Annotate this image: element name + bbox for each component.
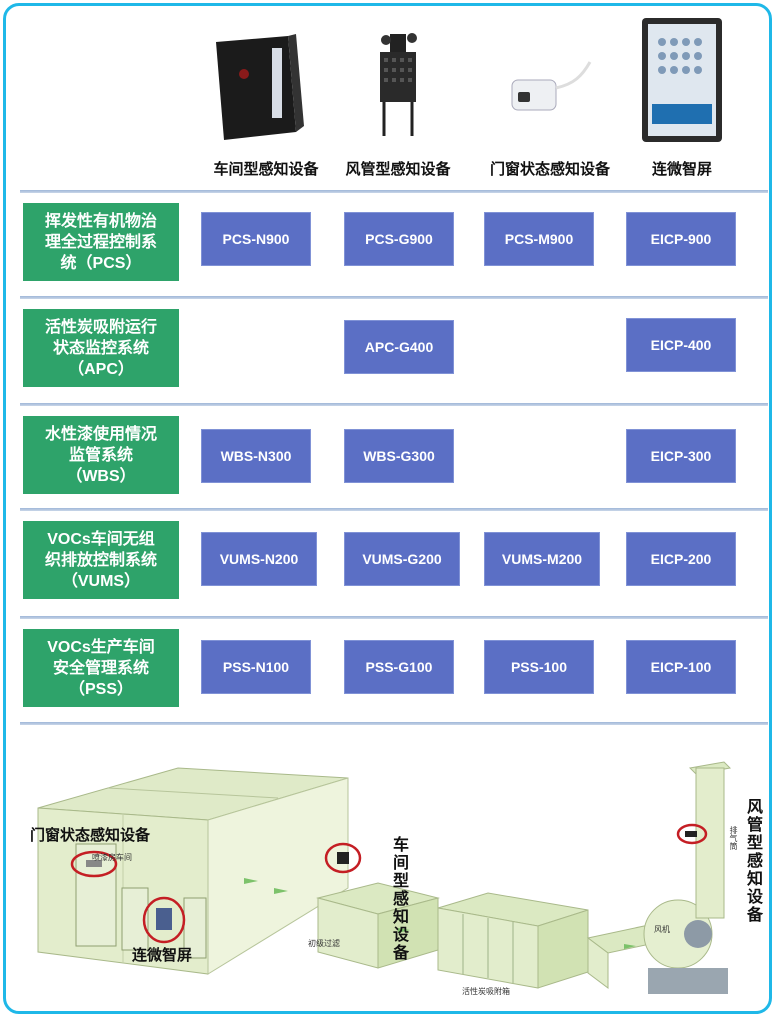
device-label: 连微智屏 [651, 161, 712, 178]
model-pss-100: PSS-100 [484, 640, 594, 694]
model-pcs-n900: PCS-N900 [201, 212, 311, 266]
device-duct: 风管型感知设备 [328, 14, 468, 184]
system-line: 水性漆使用情况 [44, 425, 157, 443]
system-line: （PSS） [68, 680, 134, 698]
device-door: 门窗状态感知设备 [474, 14, 626, 184]
diagram-frame: 车间型感知设备 风管型感知设备 [3, 3, 772, 1014]
model-apc-g400: APC-G400 [344, 320, 454, 374]
fan-label: 风机 [654, 925, 670, 934]
divider [20, 722, 768, 725]
system-line: 织排放控制系统 [44, 551, 157, 569]
model-pss-n100: PSS-N100 [201, 640, 311, 694]
system-line: VOCs车间无组 [47, 530, 155, 548]
divider [20, 403, 768, 406]
system-pcs: 挥发性有机物治 理全过程控制系 统（PCS） [23, 203, 179, 281]
scene-illustration [37, 761, 732, 994]
system-line: （WBS） [66, 467, 136, 485]
installation-scene: 门窗状态感知设备 连微智屏 车间型感知设备 风管型感知设备 喷漆房车间 初级过滤… [18, 738, 769, 1011]
model-eicp-100: EICP-100 [626, 640, 736, 694]
system-line: （VUMS） [61, 572, 141, 590]
model-eicp-300: EICP-300 [626, 429, 736, 483]
system-line: 监管系统 [68, 446, 133, 464]
screen-label: 连微智屏 [132, 947, 193, 964]
system-line: 安全管理系统 [52, 659, 149, 677]
prefilter-label: 初级过滤 [308, 939, 340, 948]
divider [20, 296, 768, 299]
duct-sensor-label: 风管型感知设备 [744, 798, 761, 924]
model-pcs-g900: PCS-G900 [344, 212, 454, 266]
divider [20, 508, 768, 511]
workshop-sensor-label: 车间型感知设备 [390, 836, 407, 962]
system-line: 理全过程控制系 [44, 233, 157, 251]
system-wbs: 水性漆使用情况 监管系统 （WBS） [23, 416, 179, 494]
workshop-sign: 喷漆房车间 [92, 853, 132, 862]
system-line: 活性炭吸附运行 [44, 318, 157, 336]
system-pss: VOCs生产车间 安全管理系统 （PSS） [23, 629, 179, 707]
divider [20, 616, 768, 619]
smart-screen-icon [612, 14, 752, 146]
model-eicp-200: EICP-200 [626, 532, 736, 586]
system-line: VOCs生产车间 [47, 638, 155, 656]
exhaust-label: 排气筒 [729, 826, 738, 850]
system-line: 统（PCS） [60, 254, 142, 272]
model-vums-m200: VUMS-M200 [484, 532, 600, 586]
wall-box-sensor-icon [196, 14, 336, 146]
system-apc: 活性炭吸附运行 状态监控系统 （APC） [23, 309, 179, 387]
system-vums: VOCs车间无组 织排放控制系统 （VUMS） [23, 521, 179, 599]
duct-sensor-icon [328, 14, 468, 146]
system-line: 挥发性有机物治 [44, 212, 157, 230]
system-line: 状态监控系统 [52, 339, 149, 357]
device-label: 车间型感知设备 [213, 161, 319, 178]
carbon-box-label: 活性炭吸附箱 [462, 987, 510, 996]
divider [20, 190, 768, 193]
device-screen: 连微智屏 [612, 14, 752, 184]
system-line: （APC） [68, 360, 134, 378]
device-label: 风管型感知设备 [345, 161, 451, 178]
device-workshop: 车间型感知设备 [196, 14, 336, 184]
model-wbs-g300: WBS-G300 [344, 429, 454, 483]
model-eicp-400: EICP-400 [626, 318, 736, 372]
model-vums-n200: VUMS-N200 [201, 532, 317, 586]
model-wbs-n300: WBS-N300 [201, 429, 311, 483]
model-vums-g200: VUMS-G200 [344, 532, 460, 586]
model-eicp-900: EICP-900 [626, 212, 736, 266]
model-pcs-m900: PCS-M900 [484, 212, 594, 266]
device-label: 门窗状态感知设备 [489, 161, 610, 178]
model-pss-g100: PSS-G100 [344, 640, 454, 694]
door-sensor-label: 门窗状态感知设备 [30, 827, 151, 844]
door-sensor-icon [474, 14, 626, 146]
